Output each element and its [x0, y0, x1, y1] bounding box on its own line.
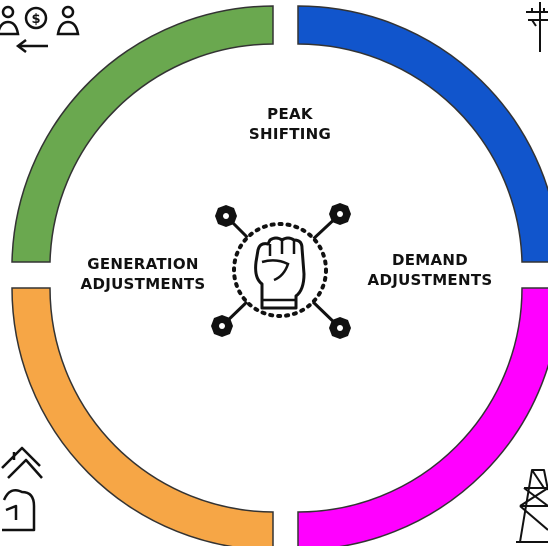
label-generation-adjustments: GENERATION ADJUSTMENTS	[58, 254, 228, 294]
label-demand-line-1: DEMAND	[391, 251, 469, 269]
transmission-tower-icon	[516, 469, 548, 543]
label-demand-adjustments: DEMAND ADJUSTMENTS	[350, 250, 510, 290]
segment-generation-adjustments	[11, 287, 274, 551]
label-peak-line-1: PEAK	[267, 105, 313, 123]
house-plug-icon	[1, 446, 43, 532]
money-exchange-people-icon: $	[0, 5, 80, 53]
label-generation-line-1: GENERATION	[87, 255, 199, 273]
raised-fist-network-icon	[211, 203, 351, 339]
segment-demand-adjustments	[297, 5, 548, 263]
svg-text:$: $	[31, 12, 40, 27]
segment-peak-shifting	[11, 5, 274, 263]
label-generation-line-2: ADJUSTMENTS	[80, 275, 206, 293]
label-peak-shifting: PEAK SHIFTING	[230, 104, 350, 144]
label-peak-line-2: SHIFTING	[248, 125, 332, 143]
label-demand-line-2: ADJUSTMENTS	[367, 271, 493, 289]
utility-pole-icon	[526, 2, 548, 52]
